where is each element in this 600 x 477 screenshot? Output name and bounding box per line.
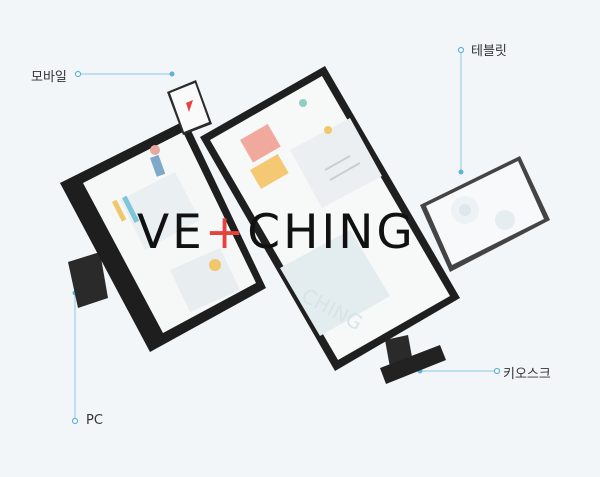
pc-label: PC (86, 413, 103, 428)
tablet-label: 테블릿 (471, 44, 507, 59)
mobile-leader-dot (74, 70, 82, 78)
kiosk-leader-dot (493, 367, 501, 375)
tablet-leader-dot (457, 46, 465, 54)
brand-logo: VE+CHING (137, 205, 416, 260)
tablet (420, 156, 550, 272)
mobile-phone (167, 80, 212, 135)
pc-monitor (60, 120, 266, 352)
kiosk: CHING (200, 66, 460, 384)
leader-lines (74, 50, 497, 421)
kiosk-label: 키오스크 (503, 367, 551, 382)
pc-leader-dot (71, 417, 79, 425)
brand-accent: + (204, 205, 248, 260)
brand-part2: CHING (247, 205, 416, 260)
mobile-label: 모바일 (31, 70, 67, 85)
brand-part1: VE (137, 205, 205, 260)
